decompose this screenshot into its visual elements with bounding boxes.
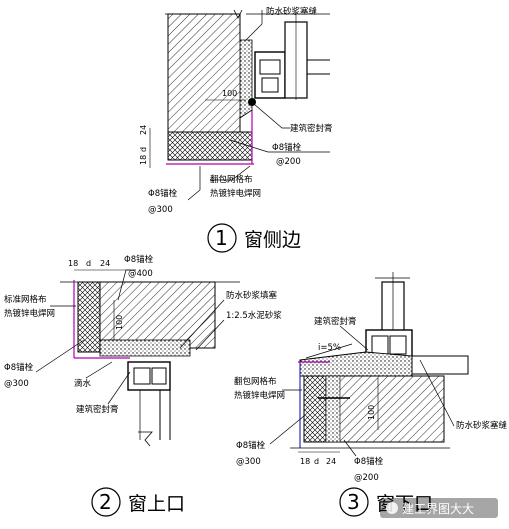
mortar-fill (239, 39, 253, 119)
label-anchor-top: Φ8锚栓 (124, 254, 154, 265)
label-waterproof-mortar: 防水砂浆塞缝 (266, 6, 318, 17)
caption-number: 1 (215, 226, 228, 250)
dim-d: d (86, 259, 91, 268)
dim-18: 18 (139, 155, 148, 165)
sill-mortar (299, 351, 413, 377)
dim-100: 100 (115, 315, 124, 330)
panel-window-sill: 100 建筑密封膏 i=5% 翻包网格布 热镀锌电焊网 防水砂浆塞缝 Φ8锚栓 … (234, 272, 508, 517)
interior-sill (411, 355, 469, 375)
insulation-board (303, 375, 327, 443)
watermark-logo-icon (386, 502, 398, 514)
leader-line (117, 269, 136, 301)
watermark: 建工界图大大 (380, 498, 498, 518)
leader-line (253, 103, 290, 129)
label-anchor-bottom: Φ8锚栓 (148, 188, 178, 199)
label-cement-mortar: 1:2.5水泥砂浆 (226, 310, 282, 321)
dim-18: 18 (300, 457, 310, 466)
caption-number: 3 (347, 490, 360, 514)
label-sealant: 建筑密封膏 (314, 316, 357, 327)
window-frame-inner (389, 335, 407, 355)
dim-24: 24 (326, 457, 336, 466)
caption-circle (207, 223, 237, 253)
label-slope: i=5% (318, 343, 341, 353)
mortar-fill (325, 375, 341, 443)
leader-line (343, 439, 357, 457)
insulation-board (167, 131, 253, 161)
panel-window-head: 18 d 24 100 Φ8锚栓 @400 标准网格布 热镀锌电焊网 Φ8锚栓 … (4, 254, 282, 517)
dim-100: 100 (222, 89, 237, 98)
dim-18: 18 (68, 259, 78, 268)
caption-circle (339, 487, 369, 517)
label-anchor-left: Φ8锚栓 (4, 362, 34, 373)
label-anchor-top-spacing: @400 (128, 269, 153, 279)
label-anchor-spacing: @200 (276, 157, 301, 167)
dim-24: 24 (100, 259, 110, 268)
caption-circle (91, 487, 121, 517)
leader-line (339, 325, 369, 351)
panel-window-side: 防水砂浆塞缝 建筑密封膏 Φ8锚栓 @200 100 24 d 18 翻包网格布… (139, 6, 333, 253)
window-frame-inner (133, 367, 151, 385)
leader-line (245, 10, 263, 41)
label-anchor-spacing: @300 (236, 457, 261, 467)
caption-text: 窗上口 (128, 493, 185, 515)
label-sealant: 建筑密封膏 (76, 404, 119, 415)
dim-d: d (139, 147, 148, 152)
slope-arrow (305, 343, 353, 359)
window-frame-inner (151, 367, 167, 385)
leader-line (187, 166, 201, 201)
label-anchor-bottom-spacing: @300 (148, 205, 173, 215)
watermark-text: 建工界图大大 (402, 502, 474, 516)
window-frame-inner (261, 77, 279, 93)
caption-text: 窗侧边 (244, 229, 301, 251)
leader-line (107, 371, 131, 405)
window-frame-inner (259, 59, 281, 75)
leader-line (195, 319, 225, 351)
leader-line (210, 165, 251, 181)
label-mesh-wrap: 翻包网格布 (234, 376, 277, 387)
label-anchor-right: Φ8锚栓 (354, 456, 384, 467)
dim-d: d (314, 457, 319, 466)
mortar-fill (99, 339, 191, 357)
label-waterproof-fill: 防水砂浆填塞 (226, 290, 278, 301)
label-sealant: 建筑密封膏 (290, 123, 333, 134)
dim-100: 100 (367, 405, 376, 420)
label-galv-mesh: 热镀锌电焊网 (210, 188, 261, 199)
leader-line (229, 139, 330, 153)
dim-24: 24 (139, 125, 148, 135)
leader-line (419, 359, 455, 427)
label-waterproof-mortar: 防水砂浆塞缝 (456, 420, 508, 431)
leader-line (269, 415, 305, 445)
label-galv-mesh: 热镀锌电焊网 (4, 308, 55, 319)
leader-line (179, 299, 225, 349)
window-frame-inner (371, 335, 389, 355)
caption-number: 2 (99, 490, 112, 514)
label-std-mesh: 标准网格布 (4, 294, 47, 305)
leader-line (35, 339, 85, 373)
label-drip: 滴水 (74, 378, 92, 389)
label-anchor-left-spacing: @300 (4, 379, 29, 389)
label-galv-mesh: 热镀锌电焊网 (234, 390, 285, 401)
break-line (138, 431, 153, 447)
concrete-wall (325, 375, 445, 443)
label-mesh-wrap: 翻包网格布 (210, 174, 253, 185)
label-anchor-right-spacing: @200 (354, 473, 379, 483)
leader-line (85, 361, 113, 379)
label-anchor: Φ8锚栓 (236, 440, 266, 451)
concrete-wall (167, 13, 249, 133)
label-anchor: Φ8锚栓 (272, 142, 302, 153)
watermark-bg (380, 498, 498, 518)
